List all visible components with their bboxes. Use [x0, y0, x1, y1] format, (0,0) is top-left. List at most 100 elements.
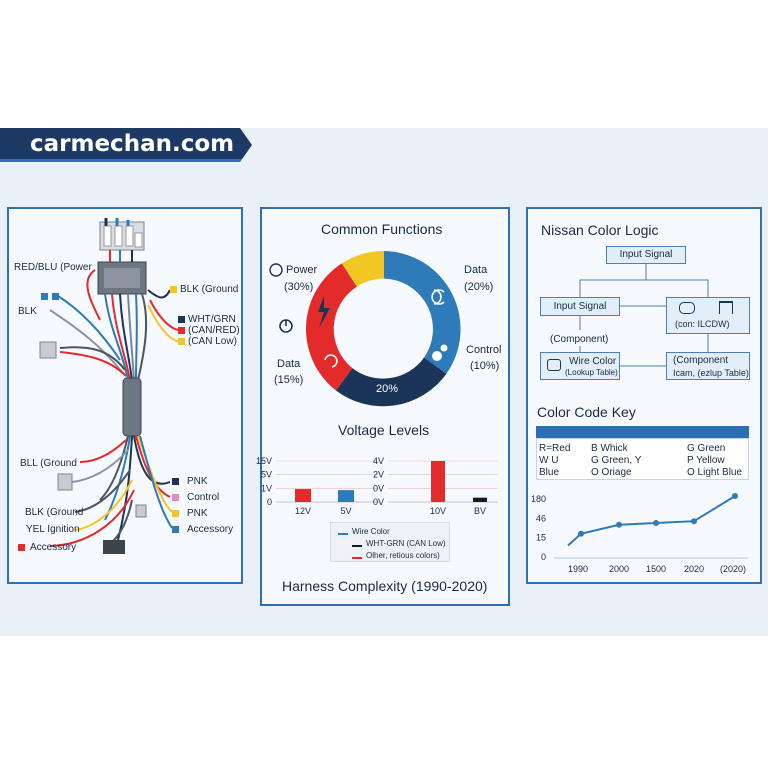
label-blk-ground: BLK (Ground	[180, 284, 239, 295]
logic-panel	[526, 207, 762, 584]
voltage-title: Voltage Levels	[338, 422, 430, 438]
sensor-icon	[679, 302, 695, 314]
bar	[473, 497, 487, 502]
y-tick-label: 0	[267, 497, 272, 507]
label-accessory-left: Accessory	[30, 542, 77, 553]
complexity-title: Harness Complexity (1990-2020)	[282, 578, 488, 594]
key-table-header	[536, 426, 749, 438]
key-cell: R=Red	[539, 443, 571, 454]
swatch-navy	[178, 316, 185, 323]
bar	[431, 461, 445, 502]
label-pnk-2: PNK	[187, 508, 208, 519]
lightning-badge-icon	[269, 263, 283, 277]
x-tick-label: 5V	[340, 506, 351, 516]
lookup-label: (Lookup Table)	[565, 368, 618, 377]
y-tick-label: 5V	[261, 470, 272, 480]
y-tick-label: 0	[541, 552, 546, 562]
donut-segment-red	[305, 263, 357, 391]
logic-box-wire-color: Wire Color (Lookup Table)	[540, 352, 620, 380]
gear-icon	[547, 359, 561, 371]
x-tick-label: 2000	[609, 564, 629, 574]
label-pnk: PNK	[187, 476, 208, 487]
y-tick-label: 46	[536, 513, 546, 523]
donut-label-data-left: Data	[277, 358, 301, 370]
label-bll-ground: BLL (Ground	[20, 458, 77, 469]
legend-line-red	[352, 557, 362, 559]
legend-other: Olher, retious colors)	[366, 551, 440, 560]
legend-wht-grn: WHT-GRN (CAN Low)	[366, 539, 446, 548]
legend-wire-color: Wire Color	[352, 527, 390, 536]
logic-title: Nissan Color Logic	[541, 222, 659, 238]
component-box-sub: Icam, (ezlup Table)	[673, 368, 749, 378]
swatch-yellow-c	[172, 510, 179, 517]
icon-box-label: (con: ILCDW)	[675, 319, 730, 329]
label-red-blu-power: RED/BLU (Power	[14, 262, 92, 273]
power-icon	[279, 319, 293, 333]
voltage-legend	[330, 522, 450, 562]
x-tick-label: 1500	[646, 564, 666, 574]
donut-segment-yellow	[341, 250, 384, 287]
functions-title: Common Functions	[321, 221, 443, 237]
y-tick-label: 15V	[256, 456, 272, 466]
key-cell: G Green, Y	[591, 455, 642, 466]
donut-segment-navy	[336, 357, 447, 407]
swatch-yellow-b	[178, 338, 185, 345]
data-point	[732, 493, 738, 499]
key-title: Color Code Key	[537, 404, 636, 420]
swatch-pink	[172, 494, 179, 501]
data-point	[616, 521, 622, 528]
series-line	[567, 495, 736, 547]
wire-color-label: Wire Color	[569, 356, 617, 367]
y-tick-label: 1V	[261, 483, 272, 493]
donut-label-data-right: Data	[464, 264, 488, 276]
refresh-icon	[324, 354, 338, 368]
bar	[338, 490, 354, 502]
logic-box-top-input: Input Signal	[606, 246, 686, 264]
y-tick-label: 0V	[373, 483, 384, 493]
logic-box-icon: (con: ILCDW)	[666, 297, 750, 334]
key-cell: O Light Blue	[687, 467, 743, 478]
swatch-yellow	[170, 286, 177, 293]
lightning-icon	[318, 296, 330, 328]
key-cell: P Yellow	[687, 455, 725, 466]
donut-segment-blue	[384, 251, 461, 374]
bar	[295, 489, 311, 502]
label-blk: BLK	[18, 306, 37, 317]
donut-label-control: Control	[466, 344, 502, 356]
key-cell: B Whick	[591, 443, 628, 454]
x-tick-label: 2020	[684, 564, 704, 574]
x-tick-label: 10V	[430, 506, 446, 516]
label-can-red: (CAN/RED)	[188, 325, 240, 336]
data-point	[578, 530, 584, 537]
swatch-blue-c	[172, 526, 179, 533]
swatch-blue-b	[52, 293, 59, 300]
x-tick-label: (2020)	[720, 564, 746, 574]
donut-label-data-left-pct: (15%)	[274, 374, 304, 386]
label-blk-ground-2: BLK (Ground	[25, 507, 84, 518]
component-box-label: (Component	[673, 355, 729, 366]
donut-label-center-pct: 20%	[376, 383, 399, 395]
x-tick-label: 1990	[568, 564, 588, 574]
y-tick-label: 4V	[373, 456, 384, 466]
y-tick-label: 0V	[373, 497, 384, 507]
logic-box-component: (Component Icam, (ezlup Table)	[666, 352, 750, 380]
logic-component-label: (Component)	[550, 334, 609, 345]
label-can-low: (CAN Low)	[188, 336, 237, 347]
brand-banner: carmechan.com	[0, 128, 252, 162]
label-accessory-right: Accessory	[187, 524, 234, 535]
x-tick-label: 12V	[295, 506, 311, 516]
y-tick-label: 2V	[373, 470, 384, 480]
donut-label-power-pct: (30%)	[284, 281, 314, 293]
sync-icon	[431, 289, 445, 305]
y-tick-label: 180	[531, 494, 546, 504]
gears-icon	[432, 344, 448, 361]
swatch-blue-a	[41, 293, 48, 300]
key-cell: Blue	[539, 467, 560, 478]
legend-line-blue	[338, 533, 348, 535]
clamp-icon	[719, 301, 733, 314]
